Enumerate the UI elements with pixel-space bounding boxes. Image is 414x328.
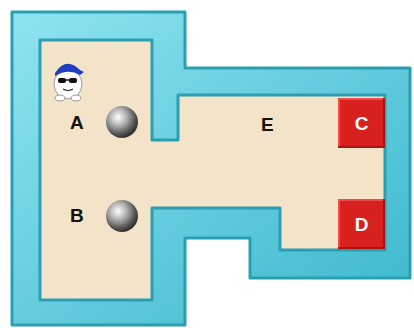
goal-letter: D: [355, 215, 369, 234]
goal-square: D: [338, 199, 385, 249]
cell-letter: B: [70, 206, 84, 225]
outer-wall: [12, 12, 410, 325]
cell-letter: E: [261, 115, 274, 134]
cell-letter: A: [70, 113, 84, 132]
floor: [40, 40, 385, 300]
goal-letter: C: [355, 114, 369, 133]
ball: [106, 200, 138, 232]
player-character: [54, 64, 84, 101]
goal-square: C: [338, 98, 385, 148]
ball: [106, 106, 138, 138]
